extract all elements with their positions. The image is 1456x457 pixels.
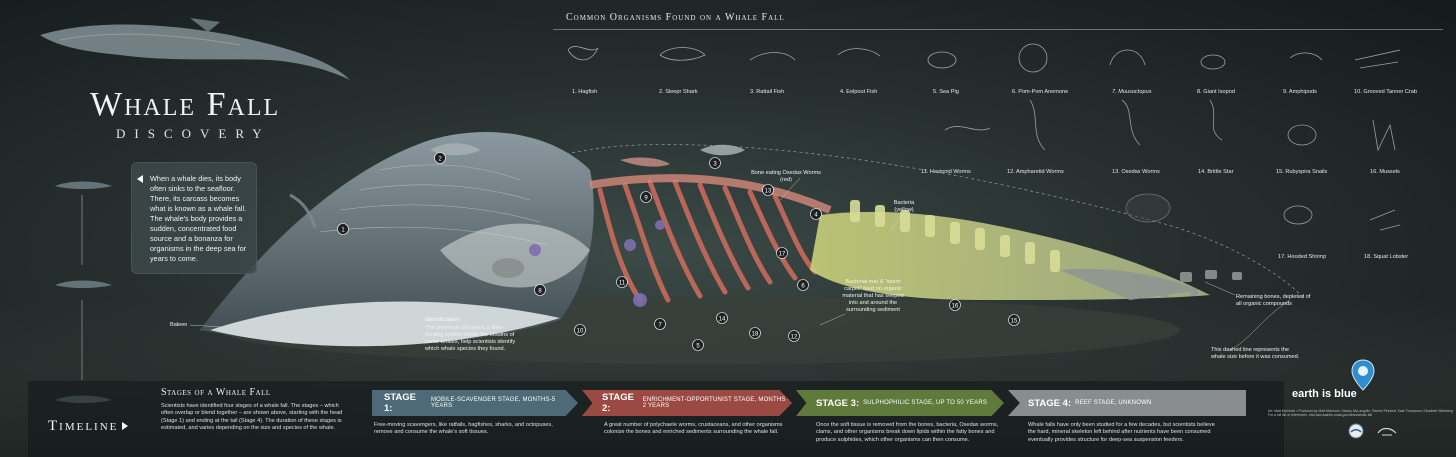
stage-4-banner: STAGE 4: REEF STAGE, UNKNOWN	[1008, 390, 1246, 416]
stage-3-description: Once the soft tissue is removed from the…	[816, 422, 999, 443]
organism-markers: 1 2 3 4 5 6 7 8 9 10 11 12 13 14 15 16 1…	[337, 152, 1020, 351]
stage-1-description: Free-moving scavengers, like ratfails, h…	[374, 422, 553, 436]
stage-1-text: MOBILE-SCAVENGER STAGE, MONTHS-5 YEARS	[430, 397, 556, 409]
bacteria-label: Bacteria (yellow)	[893, 200, 915, 213]
timeline-label: Timeline	[48, 418, 119, 434]
svg-text:9: 9	[644, 196, 648, 202]
organisms-divider	[553, 29, 1443, 30]
organism-label: 13. Osedax Worms	[1112, 169, 1160, 175]
organism-label: 14. Brittle Star	[1198, 169, 1234, 175]
svg-text:12: 12	[791, 335, 798, 341]
intro-arrow-icon	[137, 175, 143, 183]
stage-4-text: REEF STAGE, UNKNOWN	[1075, 400, 1152, 406]
organism-label: 8. Giant Isopod	[1197, 89, 1235, 95]
stage-2-name: STAGE 2:	[602, 392, 635, 414]
humpback-whale-icon	[40, 18, 350, 80]
stage-1-name: STAGE 1:	[384, 392, 417, 414]
svg-text:15: 15	[1011, 319, 1018, 325]
organism-label: 16. Mussels	[1370, 169, 1400, 175]
timeline-arrow-icon	[122, 422, 128, 430]
tail-bones	[1060, 268, 1242, 300]
stage-2-banner: STAGE 2: ENRICHMENT-OPPORTUNIST STAGE, M…	[582, 390, 792, 416]
svg-text:8: 8	[538, 289, 542, 295]
organism-label: 15. Rubyspira Snails	[1276, 169, 1328, 175]
intro-box: When a whale dies, its body often sinks …	[131, 162, 257, 274]
svg-text:3: 3	[713, 162, 717, 168]
svg-text:2: 2	[438, 157, 442, 163]
stage-4-name: STAGE 4:	[1028, 397, 1072, 409]
scavenger-fish	[289, 143, 745, 229]
organism-illustrations-right	[944, 99, 1401, 231]
baleen-label: Baleen	[170, 322, 188, 328]
organism-label: 6. Pom-Pom Anemone	[1012, 89, 1069, 95]
svg-text:10: 10	[577, 329, 584, 335]
brand-logo: earth is blue	[1292, 388, 1357, 400]
noaa-logo-icon	[1348, 423, 1364, 439]
svg-text:11: 11	[619, 281, 626, 287]
identification-title: Identification	[425, 317, 460, 323]
organism-label: 10. Grooved Tanner Crab	[1354, 89, 1418, 95]
svg-text:14: 14	[719, 317, 726, 323]
bone-eating-label: Bone eating Osedax Worms (red)	[751, 170, 821, 183]
page-subtitle: DISCOVERY	[116, 126, 271, 141]
svg-text:5: 5	[696, 344, 700, 350]
organism-label: 17. Hooded Shrimp	[1278, 254, 1327, 260]
location-pin-icon	[1351, 359, 1375, 391]
stage-2-description: A great number of polychaete worms, crus…	[604, 422, 783, 436]
svg-text:7: 7	[658, 323, 662, 329]
sanctuaries-logo-icon	[1377, 427, 1397, 436]
organism-label: 12. Ampharetid Worms	[1007, 169, 1064, 175]
organism-label: 7. Muusoctopus	[1112, 89, 1152, 95]
page-title: Whale Fall	[90, 86, 281, 123]
organism-label: 4. Eelpout Fish	[840, 89, 878, 95]
identification-text: The presence of baleen, a filter-feeding…	[425, 325, 516, 352]
stage-4-description: Whale falls have only been studied for a…	[1028, 422, 1215, 443]
stage-3-name: STAGE 3:	[816, 397, 860, 409]
intro-text: When a whale dies, its body often sinks …	[150, 174, 247, 263]
svg-text:1: 1	[341, 228, 345, 234]
svg-text:13: 13	[765, 189, 772, 195]
whale-head	[200, 131, 594, 347]
svg-text:6: 6	[801, 284, 805, 290]
svg-text:16: 16	[952, 304, 959, 310]
svg-text:18: 18	[752, 332, 759, 338]
organism-label: 1. Hagfish	[572, 89, 598, 95]
organism-row-icons	[567, 43, 1401, 73]
organism-label: 3. Rattail Fish	[750, 89, 785, 95]
organism-label: 18. Squat Lobster	[1364, 254, 1409, 260]
stage-1-banner: STAGE 1: MOBILE-SCAVENGER STAGE, MONTHS-…	[372, 390, 578, 416]
organisms-header: Common Organisms Found on a Whale Fall	[566, 12, 785, 23]
vertebrae	[850, 200, 1060, 272]
octopus-cluster	[529, 220, 665, 307]
svg-text:4: 4	[814, 213, 818, 219]
stages-title: Stages of a Whale Fall	[161, 387, 271, 398]
organism-label: 9. Amphipods	[1283, 89, 1317, 95]
svg-text:17: 17	[779, 252, 786, 258]
whale-ribs	[597, 179, 818, 303]
spine-red	[589, 174, 832, 214]
credits-text: Art: Matt Mcintosh • Produced by Matt Mc…	[1268, 409, 1454, 418]
remaining-bones-label: Remaining bones, depleted of all organic…	[1236, 294, 1311, 307]
stage-3-banner: STAGE 3: SULPHOPHILIC STAGE, UP TO 50 YE…	[796, 390, 1004, 416]
dashed-line-label: This dashed line represents the whale si…	[1211, 347, 1300, 360]
organism-label: 5. Sea Pig	[933, 89, 959, 95]
stages-description: Scientists have identified four stages o…	[161, 403, 343, 432]
stage-2-text: ENRICHMENT-OPPORTUNIST STAGE, MONTHS - 2…	[642, 397, 790, 409]
organism-label: 2. Sleepr Shark	[659, 89, 698, 95]
bacterial-mat-label: Bacterial mat & "worm carpet" feed on or…	[842, 279, 904, 313]
organism-label: 11. Hesionid Worms	[921, 169, 971, 175]
stage-3-text: SULPHOPHILIC STAGE, UP TO 50 YEARS	[863, 400, 988, 406]
